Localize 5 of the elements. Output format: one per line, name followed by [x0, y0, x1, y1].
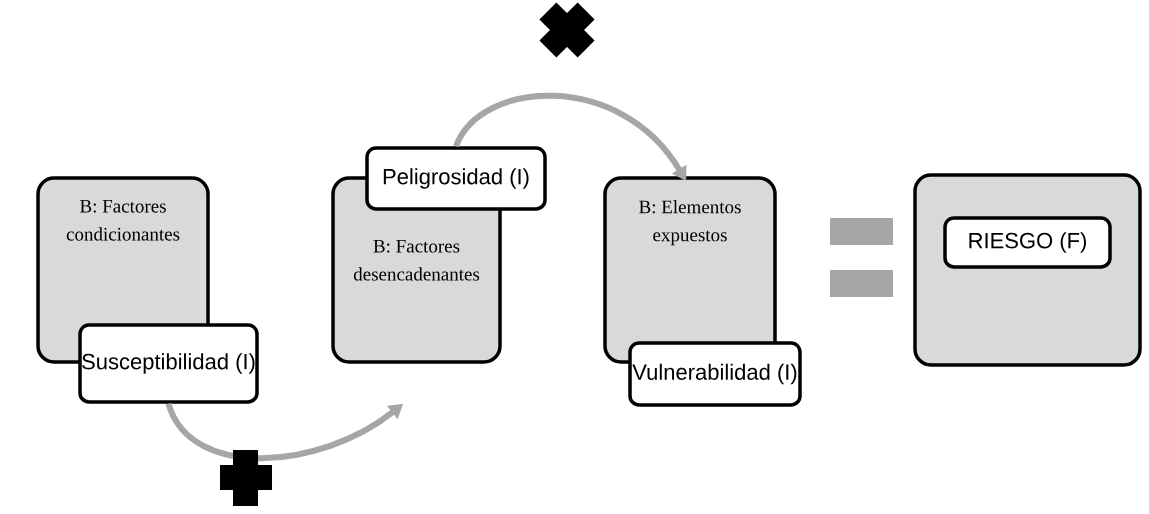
- label-box: Susceptibilidad (I): [78, 323, 259, 404]
- rounded-box: B: Elementos expuestos: [603, 176, 777, 364]
- label-box: Peligrosidad (I): [365, 146, 547, 211]
- label-box: RIESGO (F): [943, 216, 1112, 269]
- label-box: Vulnerabilidad (I): [628, 341, 802, 407]
